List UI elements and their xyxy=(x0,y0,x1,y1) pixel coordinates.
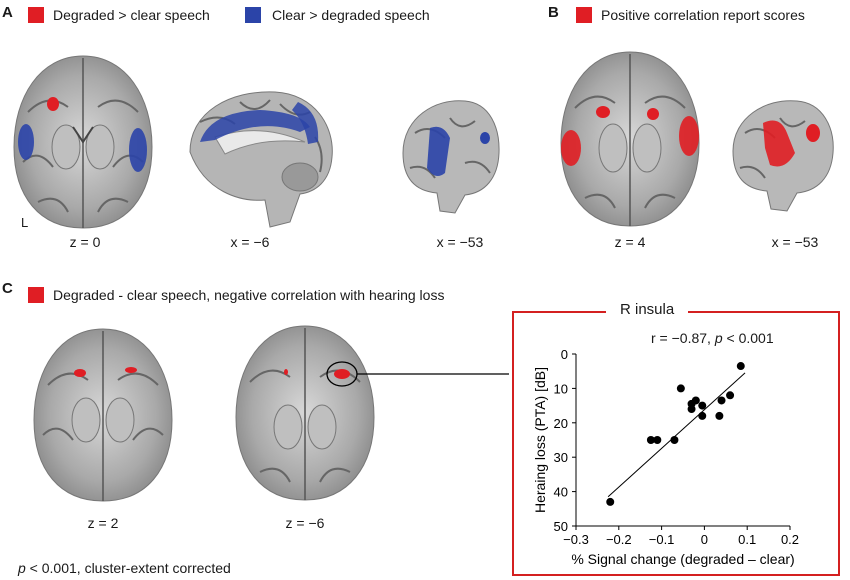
data-point xyxy=(653,436,662,444)
annotation-suffix: < 0.001 xyxy=(722,330,774,346)
legend-swatch-degraded xyxy=(28,7,44,23)
significance-footnote: p < 0.001, cluster-extent corrected xyxy=(18,560,231,576)
legend-swatch-negative-corr xyxy=(28,287,44,303)
x-tick-label: −0.3 xyxy=(563,532,589,547)
slice-label-c2: z = −6 xyxy=(285,515,325,531)
data-point xyxy=(670,436,679,444)
x-tick-label: −0.1 xyxy=(649,532,675,547)
y-tick-label: 10 xyxy=(554,381,568,396)
data-point xyxy=(606,497,615,506)
data-point xyxy=(676,384,685,393)
x-tick-label: 0 xyxy=(701,532,708,547)
y-axis-label: Heraing loss (PTA) [dB] xyxy=(532,367,548,513)
y-tick-label: 50 xyxy=(554,519,568,534)
chart-title: R insula xyxy=(606,301,689,318)
y-tick-label: 40 xyxy=(554,485,568,500)
brain-axial-a1 xyxy=(13,55,153,229)
x-axis-label: % Signal change (degraded – clear) xyxy=(571,551,794,567)
panel-a-letter: A xyxy=(2,4,13,21)
legend-label-degraded: Degraded > clear speech xyxy=(53,7,210,23)
y-tick-label: 0 xyxy=(561,347,568,362)
panel-b-letter: B xyxy=(548,4,559,21)
slice-label-a1: z = 0 xyxy=(69,234,101,250)
data-point xyxy=(691,396,700,405)
data-point xyxy=(715,411,724,420)
scatter-plot: −0.3 −0.2 −0.1 0 0.1 0.2 0 10 20 30 40 50 % Signal c… xyxy=(532,347,799,567)
y-tick-label: 20 xyxy=(554,416,568,431)
data-point xyxy=(736,362,745,371)
data-point xyxy=(646,436,655,444)
left-hemisphere-marker: L xyxy=(21,215,29,230)
brain-axial-c2 xyxy=(235,325,375,501)
x-tick-label: −0.2 xyxy=(606,532,632,547)
brain-sagittal-b2 xyxy=(732,100,834,212)
regression-line xyxy=(607,372,746,498)
x-tick-label: 0.1 xyxy=(738,532,756,547)
slice-label-b2: x = −53 xyxy=(771,234,819,250)
data-point xyxy=(698,411,707,420)
data-point xyxy=(726,391,735,400)
y-tick-label: 30 xyxy=(554,450,568,465)
annotation-p-symbol: p xyxy=(714,330,723,346)
legend-swatch-positive-corr xyxy=(576,7,592,23)
legend-label-negative-corr: Degraded - clear speech, negative correl… xyxy=(53,287,445,303)
panel-c-letter: C xyxy=(2,280,13,297)
legend-swatch-clear xyxy=(245,7,261,23)
brain-sagittal-a2 xyxy=(189,91,333,228)
x-tick-label: 0.2 xyxy=(781,532,799,547)
connector-line xyxy=(357,373,509,375)
annotation-prefix: r = −0.87, xyxy=(651,330,715,346)
correlation-annotation: r = −0.87, p < 0.001 xyxy=(651,330,774,346)
legend-label-clear: Clear > degraded speech xyxy=(272,7,430,23)
brain-axial-b1 xyxy=(560,51,700,227)
brain-sagittal-a3 xyxy=(402,100,500,214)
slice-label-a2: x = −6 xyxy=(230,234,270,250)
footnote-text: < 0.001, cluster-extent corrected xyxy=(25,560,231,576)
brain-axial-c1 xyxy=(33,328,173,502)
data-point xyxy=(698,401,707,410)
slice-label-c1: z = 2 xyxy=(87,515,119,531)
footnote-p-symbol: p xyxy=(18,560,26,576)
slice-label-b1: z = 4 xyxy=(614,234,646,250)
legend-label-positive-corr: Positive correlation report scores xyxy=(601,7,805,23)
slice-label-a3: x = −53 xyxy=(436,234,484,250)
data-point xyxy=(717,396,726,405)
